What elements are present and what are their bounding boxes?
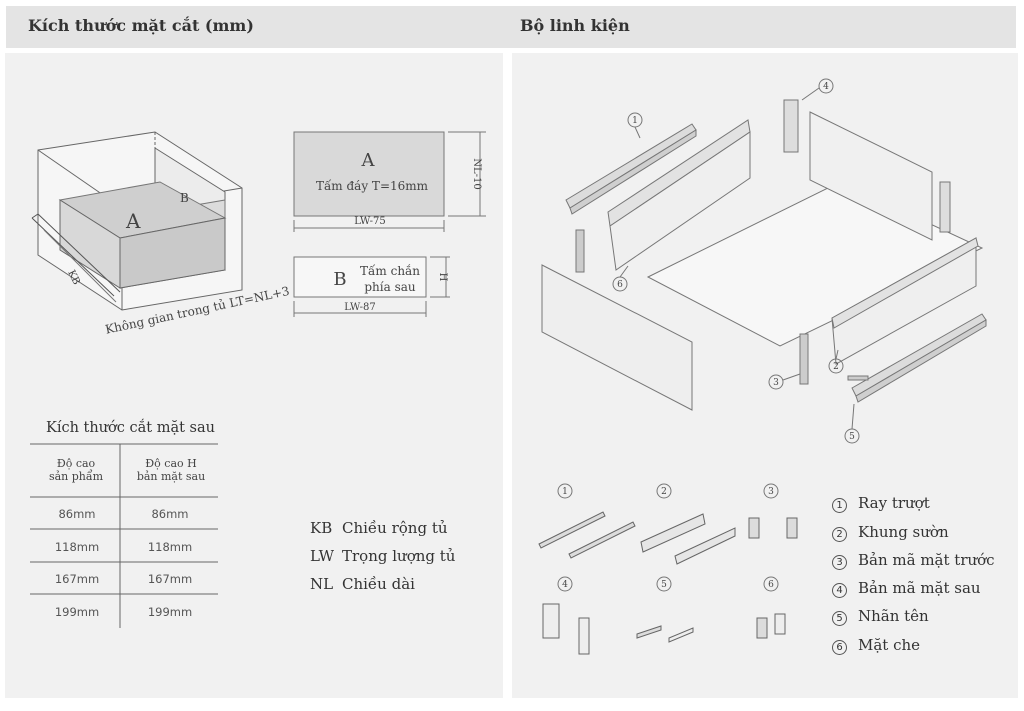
table-cell: 86mm <box>58 507 96 521</box>
panel-a-side-dim: NL-10 <box>471 158 482 190</box>
table-header-col1: Độ cao sản phẩm <box>32 457 120 483</box>
table-cell: 118mm <box>54 540 100 554</box>
rear-table-title: Kích thước cắt mặt sau <box>46 420 215 436</box>
panel-b-side-dim: H <box>437 273 448 282</box>
parts-list-item: 2 Khung sườn <box>832 523 949 542</box>
legend-code: LW <box>310 547 335 565</box>
panel-b-desc-line2: phía sau <box>364 280 416 294</box>
part-name: Ray trượt <box>858 494 930 512</box>
thumb-callout-1: 1 <box>562 487 568 497</box>
part-number-badge: 3 <box>832 555 847 570</box>
exploded-callout-3: 3 <box>773 378 779 388</box>
legend-item-kb: KB Chiều rộng tủ <box>310 519 448 537</box>
right-panel <box>512 53 1018 698</box>
table-header-col2: Độ cao H bản mặt sau <box>122 457 220 483</box>
exploded-drawer-diagram: 1 2 3 4 5 6 <box>541 78 987 444</box>
cabinet-label-a: A <box>125 209 141 233</box>
table-header-col1-line2: sản phẩm <box>48 470 104 483</box>
thumb-callout-6: 6 <box>768 580 774 590</box>
rear-table-grid <box>30 443 218 628</box>
legend-text: Chiều dài <box>342 575 415 593</box>
cabinet-isometric-diagram: A B KB <box>31 131 243 311</box>
parts-list-item: 5 Nhãn tên <box>832 607 929 626</box>
part-number-badge: 5 <box>832 611 847 626</box>
panel-b-bottom-dim: LW-87 <box>344 302 375 313</box>
table-cell: 199mm <box>147 605 193 619</box>
legend-text: Chiều rộng tủ <box>342 519 448 537</box>
thumb-callout-3: 3 <box>768 487 774 497</box>
thumb-callout-4: 4 <box>562 580 568 590</box>
panel-b-letter: B <box>333 269 346 290</box>
parts-list-item: 1 Ray trượt <box>832 494 930 513</box>
table-cell: 167mm <box>147 572 193 586</box>
exploded-callout-5: 5 <box>849 432 855 442</box>
panel-a-diagram: A Tấm đáy T=16mm NL-10 LW-75 <box>293 131 486 232</box>
part-number-badge: 1 <box>832 498 847 513</box>
table-cell: 86mm <box>151 507 189 521</box>
cabinet-label-b: B <box>180 191 189 205</box>
part-number-badge: 4 <box>832 583 847 598</box>
table-header-col2-line1: Độ cao H <box>145 457 197 470</box>
legend-item-nl: NL Chiều dài <box>310 575 415 593</box>
parts-thumbnails: 1 2 3 4 5 6 <box>538 483 798 655</box>
thumb-callout-5: 5 <box>661 580 667 590</box>
parts-list-item: 6 Mặt che <box>832 636 920 655</box>
panel-a-bottom-dim: LW-75 <box>354 216 385 227</box>
section-title-components: Bộ linh kiện <box>520 16 630 35</box>
part-name: Bản mã mặt sau <box>858 579 981 597</box>
part-number-badge: 2 <box>832 527 847 542</box>
part-number-badge: 6 <box>832 640 847 655</box>
exploded-callout-6: 6 <box>617 280 623 290</box>
exploded-callout-1: 1 <box>632 116 638 126</box>
panel-b-diagram: B Tấm chắn phía sau H LW-87 <box>293 256 450 317</box>
part-name: Mặt che <box>858 636 921 654</box>
table-cell: 199mm <box>54 605 100 619</box>
legend-item-lw: LW Trọng lượng tủ <box>310 547 455 565</box>
section-header-bar: Kích thước mặt cắt (mm) Bộ linh kiện <box>6 6 1016 48</box>
table-cell: 167mm <box>54 572 100 586</box>
panel-a-letter: A <box>361 150 376 171</box>
legend-code: KB <box>310 519 333 537</box>
part-name: Nhãn tên <box>858 607 929 625</box>
exploded-callout-4: 4 <box>823 82 829 92</box>
legend-text: Trọng lượng tủ <box>342 547 456 565</box>
table-header-col2-line2: bản mặt sau <box>136 470 206 483</box>
parts-list-item: 4 Bản mã mặt sau <box>832 579 981 598</box>
thumb-callout-2: 2 <box>661 487 667 497</box>
legend-code: NL <box>310 575 334 593</box>
table-header-col1-line1: Độ cao <box>56 457 96 470</box>
panel-b-desc-line1: Tấm chắn <box>360 263 420 278</box>
section-title-dimensions: Kích thước mặt cắt (mm) <box>28 16 254 35</box>
parts-list-item: 3 Bản mã mặt trước <box>832 551 995 570</box>
exploded-callout-2: 2 <box>833 362 839 372</box>
table-cell: 118mm <box>147 540 193 554</box>
part-name: Khung sườn <box>858 523 949 541</box>
panel-a-desc: Tấm đáy T=16mm <box>316 178 429 193</box>
part-name: Bản mã mặt trước <box>858 551 995 569</box>
